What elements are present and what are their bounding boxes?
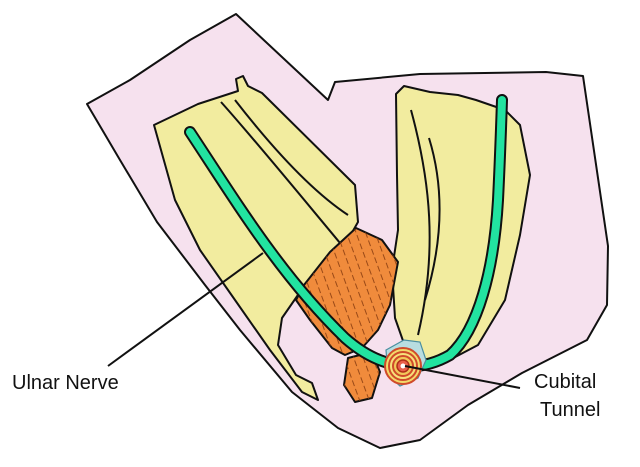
ulnar-nerve-fill bbox=[186, 96, 506, 371]
cubital-tunnel-label-line2: Tunnel bbox=[540, 399, 600, 421]
humerus-contour-line bbox=[220, 101, 341, 244]
ulnar-nerve-leader-line bbox=[107, 252, 264, 367]
humerus-contour-line bbox=[234, 99, 349, 216]
cubital-tunnel-label-line1: Cubital bbox=[534, 371, 596, 393]
cubital-tunnel-rings bbox=[384, 347, 422, 385]
forearm-contour-line bbox=[410, 109, 431, 336]
forearm-contour-line bbox=[424, 137, 441, 301]
muscle-texture bbox=[296, 228, 398, 355]
ulnar-nerve-label: Ulnar Nerve bbox=[12, 372, 119, 394]
muscle-lower-texture bbox=[344, 352, 380, 402]
cubital-tunnel-leader-line bbox=[404, 365, 521, 389]
